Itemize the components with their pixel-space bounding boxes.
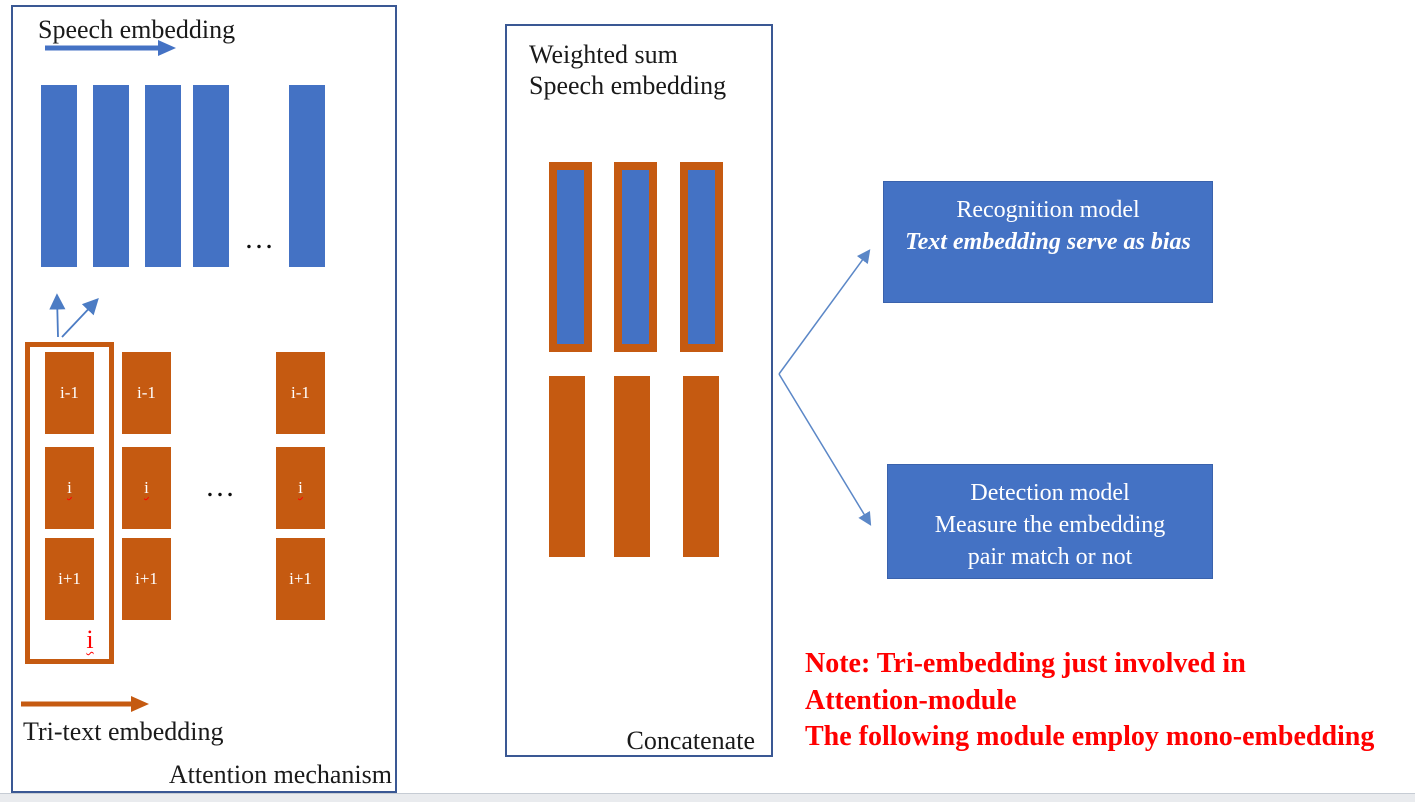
tri-text-embedding-label: Tri-text embedding	[23, 717, 224, 746]
highlighted-column-box	[25, 342, 114, 664]
concatenate-panel: Weighted sum Speech embedding Concatenat…	[505, 24, 773, 757]
tri-block: i+1	[276, 538, 325, 620]
tri-block-label: i	[67, 478, 72, 497]
text-embedding-bar	[683, 376, 719, 557]
tri-block-label: i	[298, 478, 303, 497]
tri-block-label: i-1	[60, 383, 79, 402]
weighted-speech-bar	[680, 162, 723, 352]
bottom-divider-band	[0, 793, 1415, 802]
text-embedding-bar	[549, 376, 585, 557]
tri-block-label: i-1	[291, 383, 310, 402]
ellipsis-tri-row: …	[205, 470, 241, 503]
note-line1: Note: Tri-embedding just involved in	[805, 648, 1246, 679]
column-index-label: i	[86, 625, 94, 654]
tri-block: i-1	[45, 352, 94, 434]
speech-bar	[289, 85, 325, 267]
connector-to-recognition-arrow	[778, 249, 871, 375]
detection-model-title: Detection model	[970, 480, 1130, 506]
weighted-speech-bar	[549, 162, 592, 352]
concatenate-label: Concatenate	[626, 726, 756, 755]
tri-block: i-1	[276, 352, 325, 434]
recognition-model-title: Recognition model	[956, 197, 1140, 223]
tri-block-label: i	[144, 478, 149, 497]
tri-block-label: i+1	[135, 569, 158, 588]
text-embedding-bar	[614, 376, 650, 557]
speech-bar	[145, 85, 181, 267]
recognition-model-box: Recognition model Text embedding serve a…	[883, 181, 1213, 303]
detection-model-line3: pair match or not	[967, 544, 1133, 570]
tri-block: i	[122, 447, 171, 529]
detection-model-box: Detection model Measure the embedding pa…	[887, 464, 1213, 579]
tri-block: i+1	[122, 538, 171, 620]
tri-block: i	[276, 447, 325, 529]
speech-bar	[41, 85, 77, 267]
note-line2: Attention-module	[805, 684, 1017, 716]
attention-mechanism-panel: Speech embedding … i-1 i i+1 i-1 i i+1 ……	[11, 5, 397, 793]
weighted-sum-title-line2: Speech embedding	[529, 71, 727, 100]
note-line3: The following module employ mono-embeddi…	[805, 721, 1375, 752]
tri-block: i-1	[122, 352, 171, 434]
speech-embedding-title: Speech embedding	[38, 15, 236, 44]
tri-block-label: i-1	[137, 383, 156, 402]
tri-block: i	[45, 447, 94, 529]
tri-block-label: i+1	[289, 569, 312, 588]
note-text: Note: Tri-embedding just involved in Att…	[805, 646, 1374, 756]
ellipsis-speech-row: …	[244, 222, 280, 255]
recognition-model-subtitle: Text embedding serve as bias	[905, 229, 1191, 255]
detection-model-line2: Measure the embedding	[934, 512, 1166, 538]
weighted-sum-title-line1: Weighted sum	[529, 40, 678, 69]
tri-block: i+1	[45, 538, 94, 620]
attention-mechanism-label: Attention mechanism	[168, 760, 392, 789]
connector-to-detection-arrow	[778, 373, 872, 526]
tri-block-label: i+1	[58, 569, 81, 588]
speech-bar	[93, 85, 129, 267]
weighted-speech-bar	[614, 162, 657, 352]
speech-bar	[193, 85, 229, 267]
